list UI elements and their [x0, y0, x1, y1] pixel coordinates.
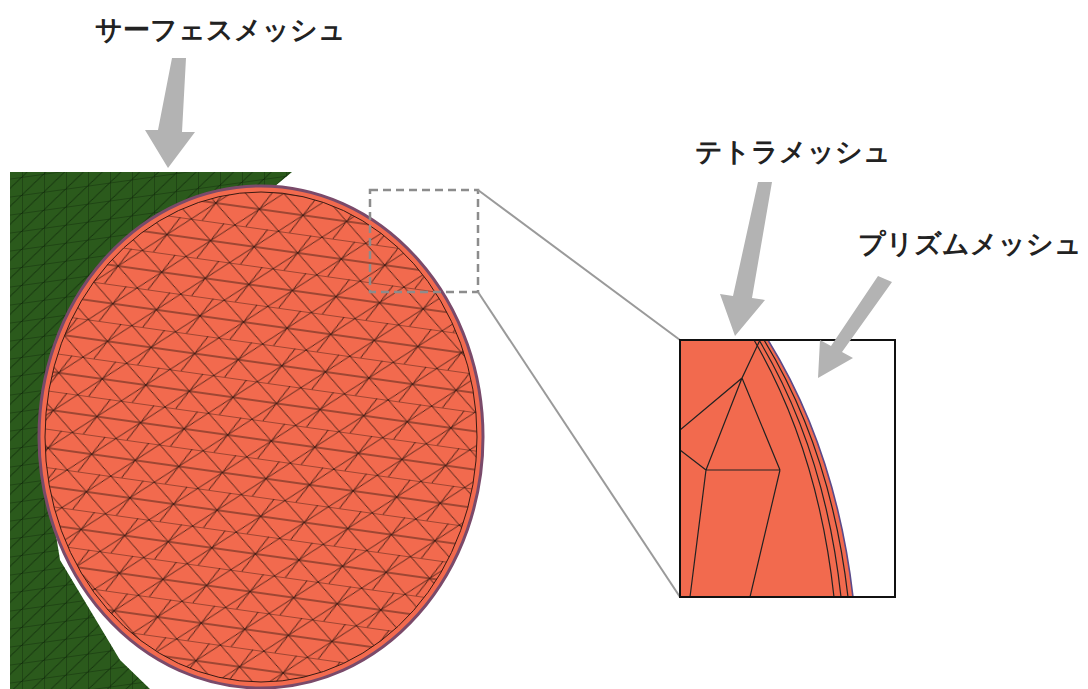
mesh-label: サーフェスメッシュ: [95, 14, 346, 46]
mesh-label: テトラメッシュ: [695, 136, 891, 168]
mesh-label: プリズムメッシュ: [858, 228, 1082, 260]
